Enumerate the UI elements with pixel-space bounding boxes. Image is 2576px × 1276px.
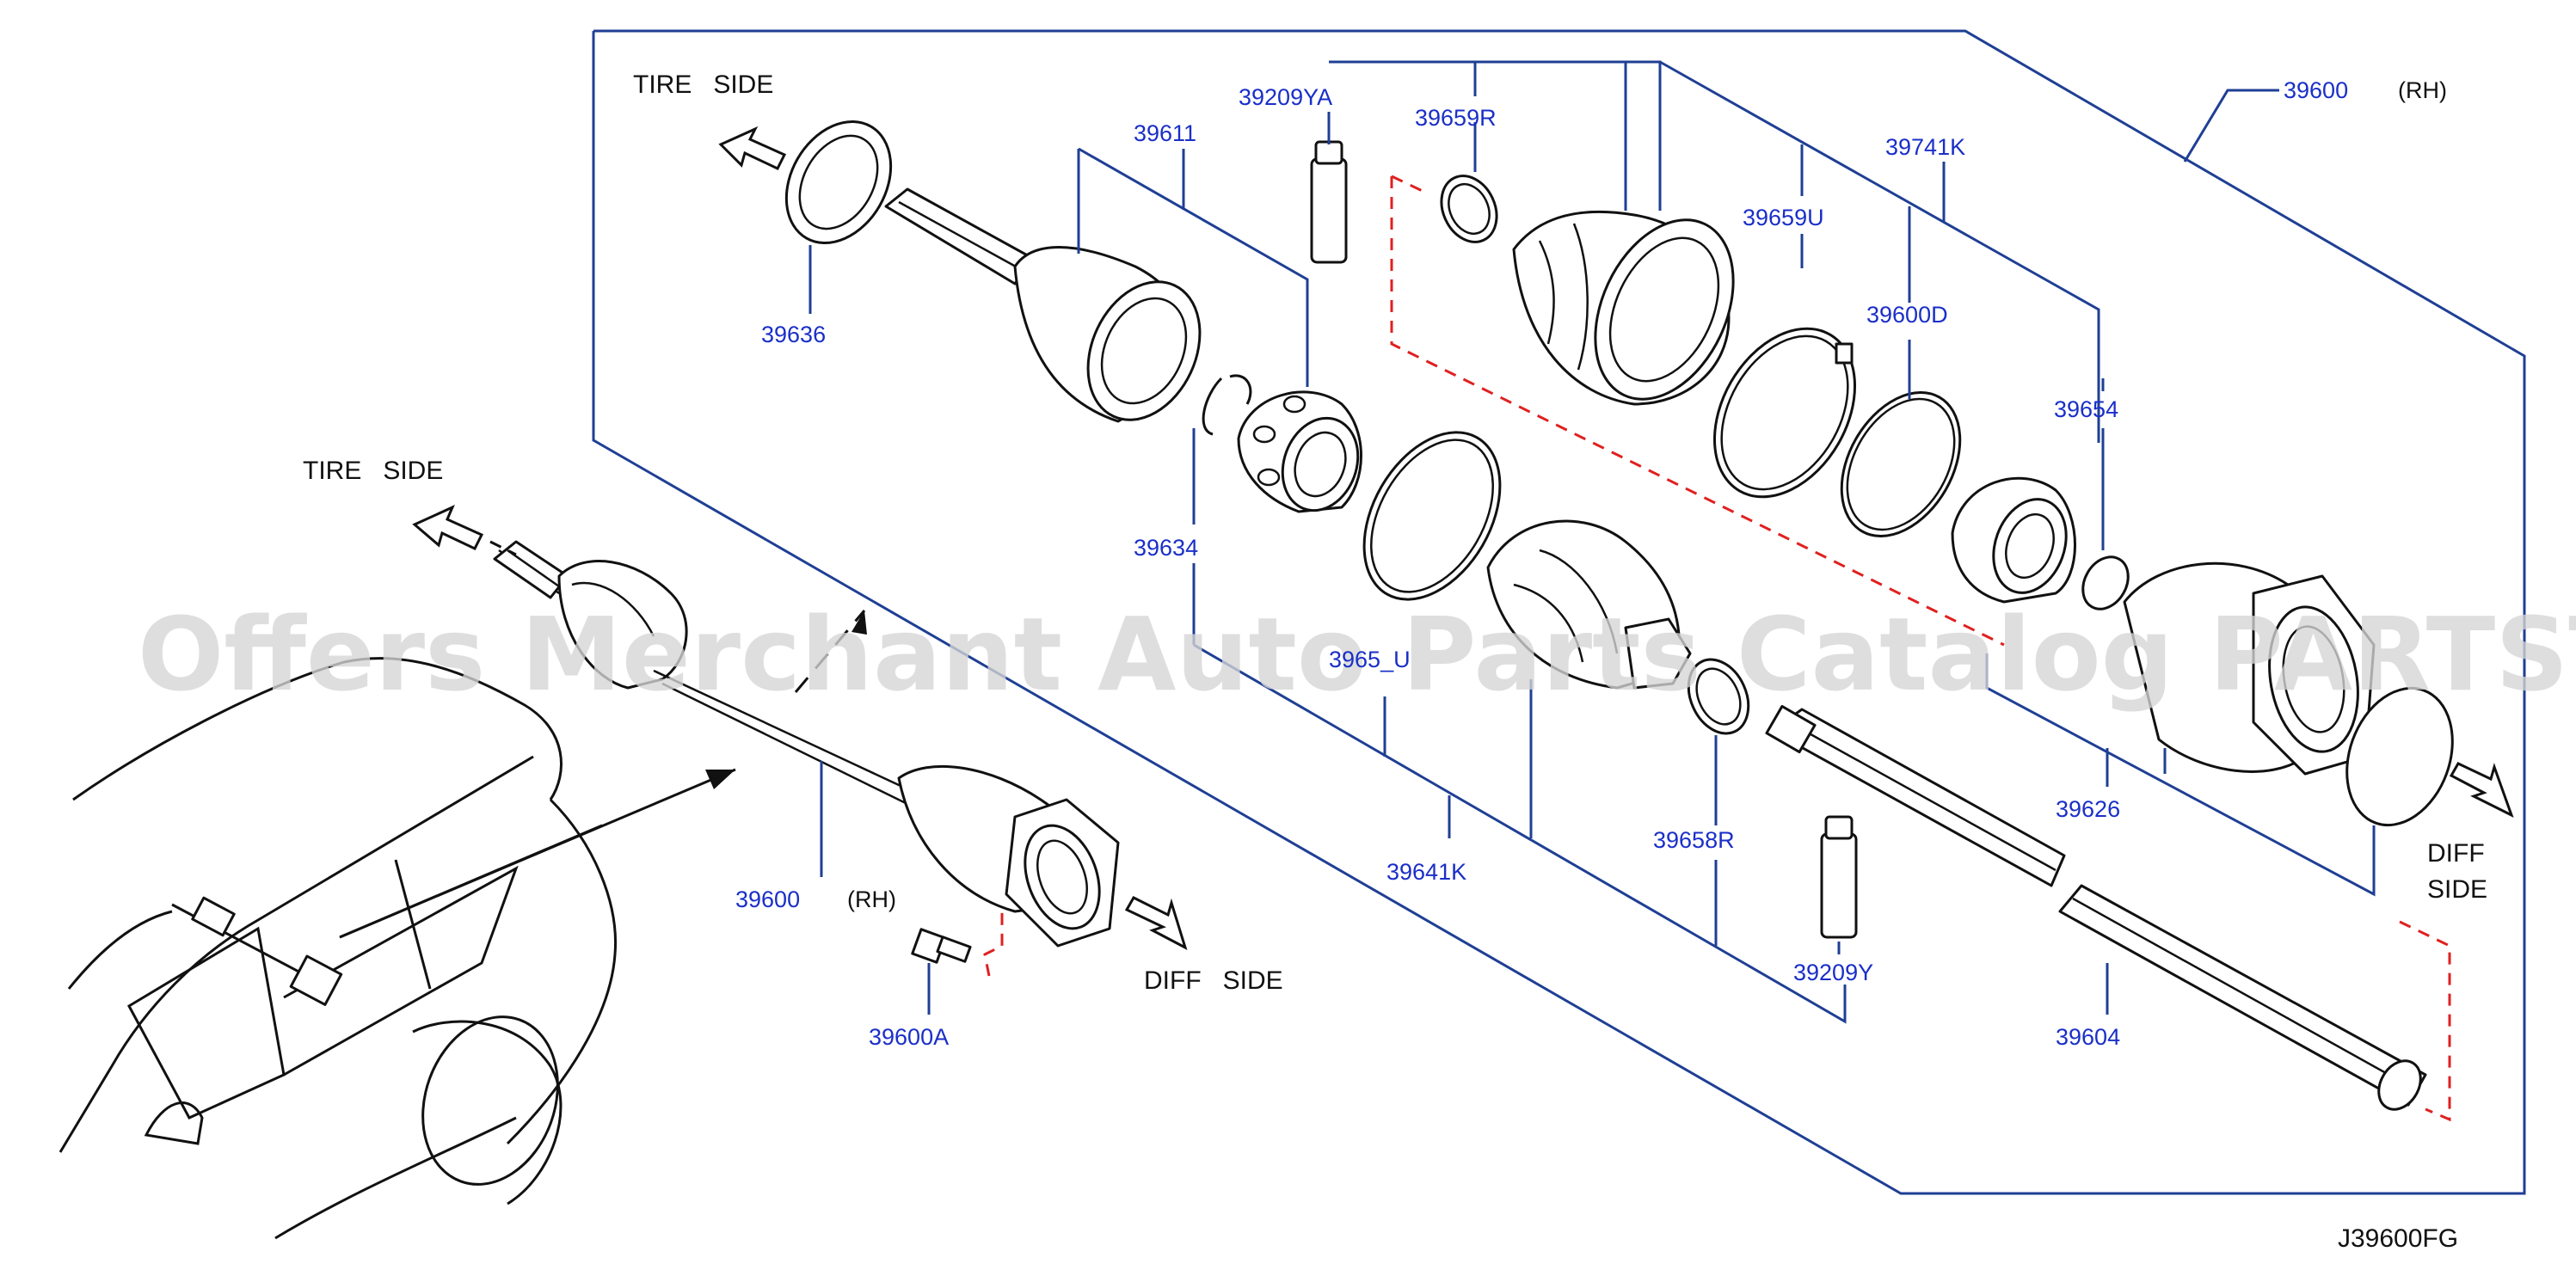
vehicle-outline xyxy=(58,657,736,1240)
tire-side-arrow-left xyxy=(412,505,517,556)
part-label-39209ya[interactable]: 39209YA xyxy=(1239,84,1332,110)
part-label-39658r[interactable]: 39658R xyxy=(1653,827,1735,853)
part-label-39209y[interactable]: 39209Y xyxy=(1793,960,1873,985)
exploded-view-frame xyxy=(592,29,2526,1195)
part-39209ya-grease[interactable] xyxy=(1310,140,1348,264)
part-label-39654[interactable]: 39654 xyxy=(2054,396,2118,422)
part-39634-snap-ring[interactable] xyxy=(1202,374,1252,436)
bolt-dashed-line xyxy=(983,911,1004,977)
part-39641k-inner-boot[interactable] xyxy=(1486,519,1692,690)
assembled-drive-shaft xyxy=(493,540,1120,977)
part-39611-outer-joint[interactable] xyxy=(884,187,1221,438)
diff-side-arrow-bottom xyxy=(1124,896,1188,951)
part-dust-cap[interactable] xyxy=(2328,673,2470,840)
tire-side-arrow-top xyxy=(718,126,787,170)
shaft-pointer-dashed xyxy=(794,610,866,693)
diff-side-label-bottom: DIFF SIDE xyxy=(1144,966,1283,995)
outer-bearing-cage[interactable] xyxy=(1237,390,1370,521)
part-outer-boot[interactable] xyxy=(1512,198,1761,421)
part-label-39741k[interactable]: 39741K xyxy=(1885,134,1965,160)
red-dashed-shaft-line xyxy=(2399,920,2451,1122)
part-label-39634[interactable]: 39634 xyxy=(1134,535,1198,561)
part-label-39659r[interactable]: 39659R xyxy=(1415,105,1497,131)
part-label-39600-top[interactable]: 39600 xyxy=(2284,77,2348,103)
part-inner-snap-ring[interactable] xyxy=(2074,549,2137,617)
part-label-39600d[interactable]: 39600D xyxy=(1866,302,1948,328)
part-label-39600-bottom[interactable]: 39600 xyxy=(735,886,800,912)
diff-side-arrow-right xyxy=(2449,762,2514,819)
tire-side-label-top: TIRE SIDE xyxy=(633,71,773,99)
part-39654-inner-cage[interactable] xyxy=(1951,476,2079,604)
part-39636-seal[interactable] xyxy=(765,103,912,262)
side-label-right: SIDE xyxy=(2427,875,2487,904)
leader-lines xyxy=(808,60,2376,1024)
part-shaft-upper[interactable] xyxy=(1765,704,2066,887)
part-suffix-rh-top: (RH) xyxy=(2398,77,2447,103)
part-label-39641k[interactable]: 39641K xyxy=(1386,859,1466,885)
red-dashed-assembly-line xyxy=(1390,176,2005,647)
part-39600d-ring[interactable] xyxy=(1817,371,1984,557)
part-label-39636[interactable]: 39636 xyxy=(761,322,826,347)
part-39209y-grease[interactable] xyxy=(1820,815,1858,939)
part-39659u-clamp[interactable] xyxy=(1686,304,1884,522)
diagram-ref-code: J39600FG xyxy=(2338,1224,2458,1253)
part-label-39611[interactable]: 39611 xyxy=(1134,120,1196,146)
watermark-text: Offers Merchant Auto Parts Catalog PARTS… xyxy=(138,595,2576,714)
part-suffix-rh-bottom: (RH) xyxy=(847,886,896,912)
part-39659r-clamp[interactable] xyxy=(1431,167,1507,251)
part-39658r-clamp[interactable] xyxy=(1677,650,1760,744)
part-label-39626[interactable]: 39626 xyxy=(2056,796,2120,822)
part-label-39604[interactable]: 39604 xyxy=(2056,1024,2120,1050)
part-39626-inner-housing[interactable] xyxy=(2123,561,2376,776)
part-39604-shaft[interactable] xyxy=(2058,884,2429,1117)
part-label-39659u[interactable]: 39659U xyxy=(1743,205,1824,230)
diff-label-right: DIFF xyxy=(2427,839,2485,868)
part-label-3965u[interactable]: 3965_U xyxy=(1329,647,1411,672)
tire-side-label-left: TIRE SIDE xyxy=(303,457,443,485)
part-label-39600a[interactable]: 39600A xyxy=(869,1024,949,1050)
part-39653u-clamp[interactable] xyxy=(1337,408,1528,623)
